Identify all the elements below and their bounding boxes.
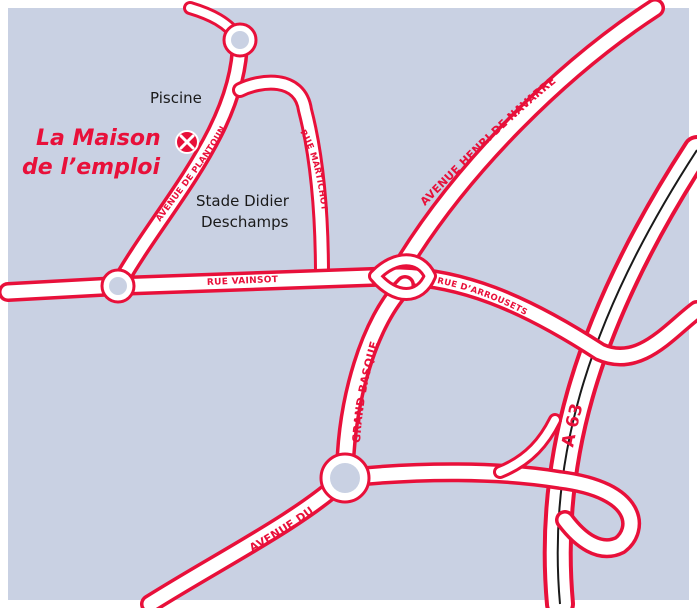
roundabout-south-center (330, 463, 360, 493)
place-label-stade-line2: Deschamps (201, 213, 289, 231)
road-grand-basque-fill (338, 278, 412, 485)
poi-name-line1: La Maison (36, 126, 161, 151)
road-avenue-plantoun-fill (112, 34, 246, 292)
road-avenue-henri-fill (393, 1, 662, 277)
road-a63-centerline (556, 149, 697, 605)
road-rue-martichot-fill (235, 77, 327, 281)
roundabouts (100, 22, 371, 504)
map-background (8, 8, 689, 600)
road-east-connector-fill (338, 465, 638, 555)
roundabout-west-center (109, 277, 127, 295)
road-label-rue-vainsot: RUE VAINSOT (207, 275, 279, 288)
poi-name-line2: de l’emploi (22, 155, 160, 180)
svg-text:RUE VAINSOT: RUE VAINSOT (207, 275, 279, 288)
road-interchange-loop-fill (371, 256, 434, 298)
place-label-piscine: Piscine (150, 89, 202, 107)
road-a63-ramp-fill (496, 416, 559, 476)
place-label-stade-line1: Stade Didier (196, 192, 290, 210)
poi-maison-emploi[interactable]: La Maison de l’emploi (22, 126, 199, 180)
red-cross-marker-icon[interactable] (175, 130, 199, 154)
roundabout-north-center (231, 31, 249, 49)
